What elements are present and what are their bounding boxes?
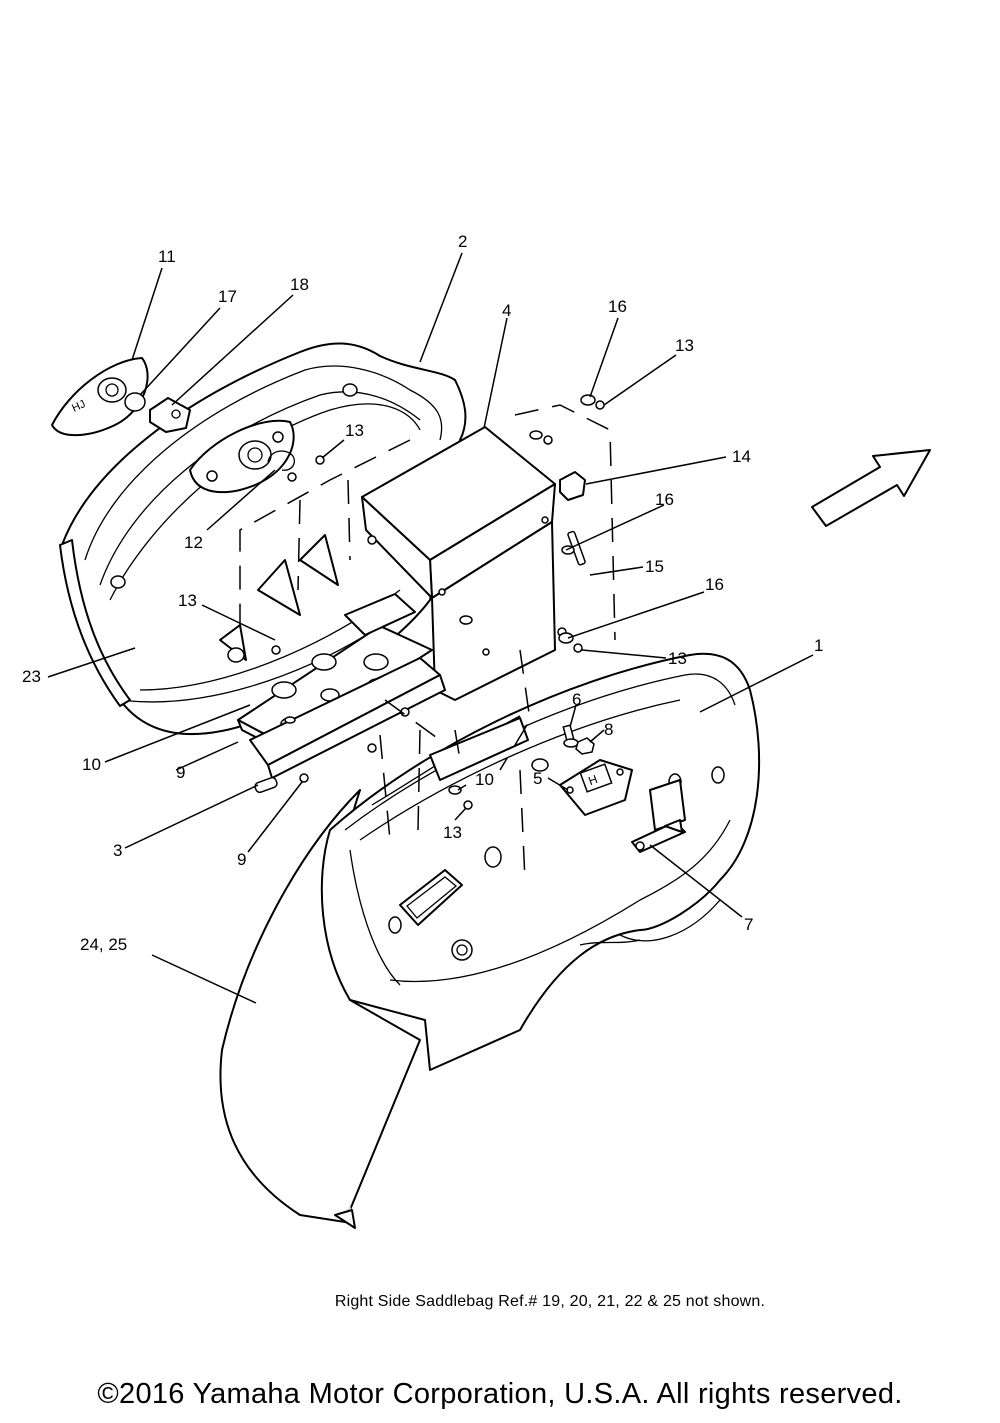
callout-12: 12 — [184, 533, 203, 552]
callout-13-right: 13 — [668, 649, 687, 668]
leader-lines — [47, 252, 814, 1004]
strap-bracket-7 — [631, 819, 686, 853]
callout-5: 5 — [533, 769, 542, 788]
callout-numbers: 11 17 18 2 4 16 13 13 14 16 15 16 13 1 1… — [22, 232, 823, 954]
callout-4: 4 — [502, 301, 511, 320]
callout-13-top: 13 — [675, 336, 694, 355]
callout-16-top: 16 — [608, 297, 627, 316]
callout-2: 2 — [458, 232, 467, 251]
lid-edge-strip-23 — [59, 539, 131, 707]
callout-10-left: 10 — [82, 755, 101, 774]
callout-9-upper: 9 — [176, 763, 185, 782]
liner-box-4 — [361, 426, 567, 701]
callout-18: 18 — [290, 275, 309, 294]
callout-23: 23 — [22, 667, 41, 686]
saddlebag-body-1 — [320, 652, 761, 1071]
lock-seal-17 — [124, 392, 146, 412]
latch-5: H — [559, 759, 633, 816]
washers-16 — [284, 394, 596, 795]
lock-clip-12 — [267, 450, 325, 482]
lock-assembly: HJ — [51, 357, 191, 437]
assembly-dashed-lines — [239, 404, 616, 881]
callout-13-lock: 13 — [345, 421, 364, 440]
callout-16-low: 16 — [705, 575, 724, 594]
copyright-notice: ©2016 Yamaha Motor Corporation, U.S.A. A… — [97, 1378, 903, 1410]
callout-8: 8 — [604, 720, 613, 739]
callout-3: 3 — [113, 841, 122, 860]
screws-13 — [271, 400, 605, 810]
hinge-3 — [249, 657, 446, 794]
front-direction-arrow — [811, 449, 931, 527]
callout-11: 11 — [158, 247, 176, 266]
callout-13-left: 13 — [178, 591, 197, 610]
diagram-note: Right Side Saddlebag Ref.# 19, 20, 21, 2… — [334, 1293, 766, 1310]
callout-15: 15 — [645, 557, 664, 576]
callout-17: 17 — [218, 287, 237, 306]
callout-9-lower: 9 — [237, 850, 246, 869]
callout-24-25: 24, 25 — [80, 935, 127, 954]
callout-13-bottom: 13 — [443, 823, 462, 842]
bumper-14 — [559, 471, 586, 501]
callout-7: 7 — [744, 915, 753, 934]
callout-16-mid: 16 — [655, 490, 674, 509]
latch-screw-6 — [562, 724, 579, 748]
latch-nut-8 — [575, 737, 595, 755]
callout-6: 6 — [572, 690, 581, 709]
callout-14: 14 — [732, 447, 751, 466]
callout-1: 1 — [814, 636, 823, 655]
callout-10-right: 10 — [475, 770, 494, 789]
lock-cam-18 — [149, 397, 191, 433]
lock-key-label: HJ — [70, 398, 87, 415]
